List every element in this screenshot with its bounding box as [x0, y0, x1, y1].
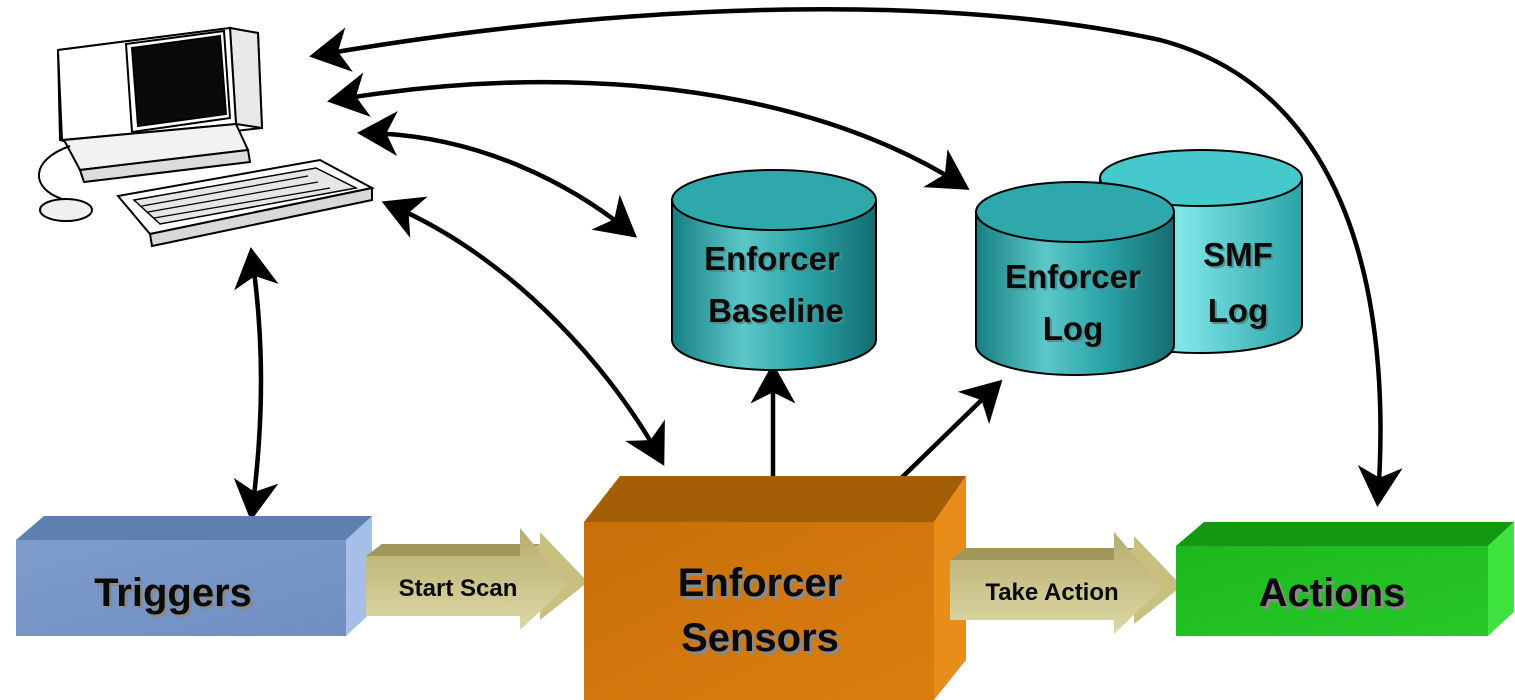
- enforcer-baseline-database: Enforcer Enforcer Baseline Baseline: [671, 169, 877, 371]
- svg-text:Enforcer: Enforcer: [681, 564, 846, 608]
- svg-text:Log: Log: [1210, 294, 1270, 331]
- enforcer-log-label-line2: Log: [1043, 310, 1103, 347]
- svg-text:Actions: Actions: [1262, 574, 1409, 618]
- smf-log-database: SMF SMF Log Log: [1099, 149, 1303, 354]
- enforcer-log-label-line1: Enforcer: [1005, 258, 1141, 295]
- take-action-label: Take Action: [985, 579, 1118, 606]
- smf-log-label-line1: SMF: [1203, 236, 1273, 273]
- svg-text:Triggers: Triggers: [97, 574, 255, 618]
- arrow-workstation-log: [327, 72, 970, 190]
- enforcer-log-database: Enforcer Enforcer Log Log: [975, 181, 1175, 376]
- svg-text:Enforcer: Enforcer: [1007, 260, 1143, 297]
- arrow-workstation-actions: [309, 6, 1403, 507]
- svg-text:Enforcer: Enforcer: [706, 242, 842, 279]
- arrow-workstation-sensors: [381, 196, 665, 466]
- enforcer-sensors-label-line1: Enforcer: [678, 561, 843, 605]
- svg-text:Sensors: Sensors: [684, 619, 842, 663]
- start-scan-arrow: Start Scan: [366, 528, 588, 630]
- enforcer-baseline-label-line1: Enforcer: [704, 240, 840, 277]
- svg-text:Log: Log: [1045, 312, 1105, 349]
- svg-text:SMF: SMF: [1205, 238, 1275, 275]
- take-action-arrow: Take Action: [950, 532, 1182, 634]
- arrow-workstation-triggers: [233, 247, 279, 521]
- arrow-workstation-baseline: [357, 111, 637, 238]
- arrow-sensors-log: [885, 379, 1003, 494]
- enforcer-baseline-label-line2: Baseline: [708, 292, 844, 329]
- start-scan-label: Start Scan: [399, 575, 518, 602]
- enforcer-sensors-label-line2: Sensors: [681, 616, 839, 660]
- svg-text:Baseline: Baseline: [710, 294, 846, 331]
- smf-log-label-line2: Log: [1208, 292, 1268, 329]
- triggers-label: Triggers: [94, 571, 252, 615]
- actions-box: Actions Actions: [1176, 522, 1514, 636]
- connector-arrows: [233, 6, 1403, 521]
- enforcer-sensors-box: Enforcer Enforcer Sensors Sensors: [584, 476, 966, 700]
- computer-workstation-icon: [37, 26, 375, 248]
- triggers-box: Triggers Triggers: [16, 516, 372, 636]
- actions-label: Actions: [1259, 571, 1406, 615]
